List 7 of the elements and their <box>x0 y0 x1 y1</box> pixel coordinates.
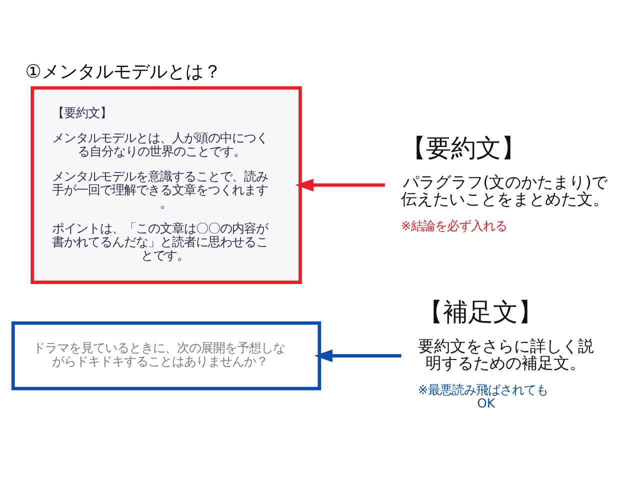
node-box: 【要約文】 メンタルモデルとは、人が頭の中につくる自分なりの世界のことです。 メンタルモデルを意識することで、読み手が一回で理解できる文章をつくれます。 ポイントは、「この文章は〇〇の内容が書かれてるんだな」と読者に思わせることです。 <box>30 86 302 284</box>
diagram-title: ①メンタルモデルとは？ <box>25 61 222 82</box>
node-box: ドラマを見ているときに、次の展開を予想しながらドキドキすることはありませんか？ <box>11 320 322 390</box>
arrow <box>314 348 402 362</box>
arrow <box>295 178 385 191</box>
node-text: 【要約文】 パラグラフ(文のかたまり)で伝えたいことをまとめた文。 ※結論を必ず入れる <box>400 132 609 233</box>
node-text: 【補足文】 要約文をさらに詳しく説明するための補足文。 ※最悪読み飛ばされてもOK <box>418 296 594 410</box>
